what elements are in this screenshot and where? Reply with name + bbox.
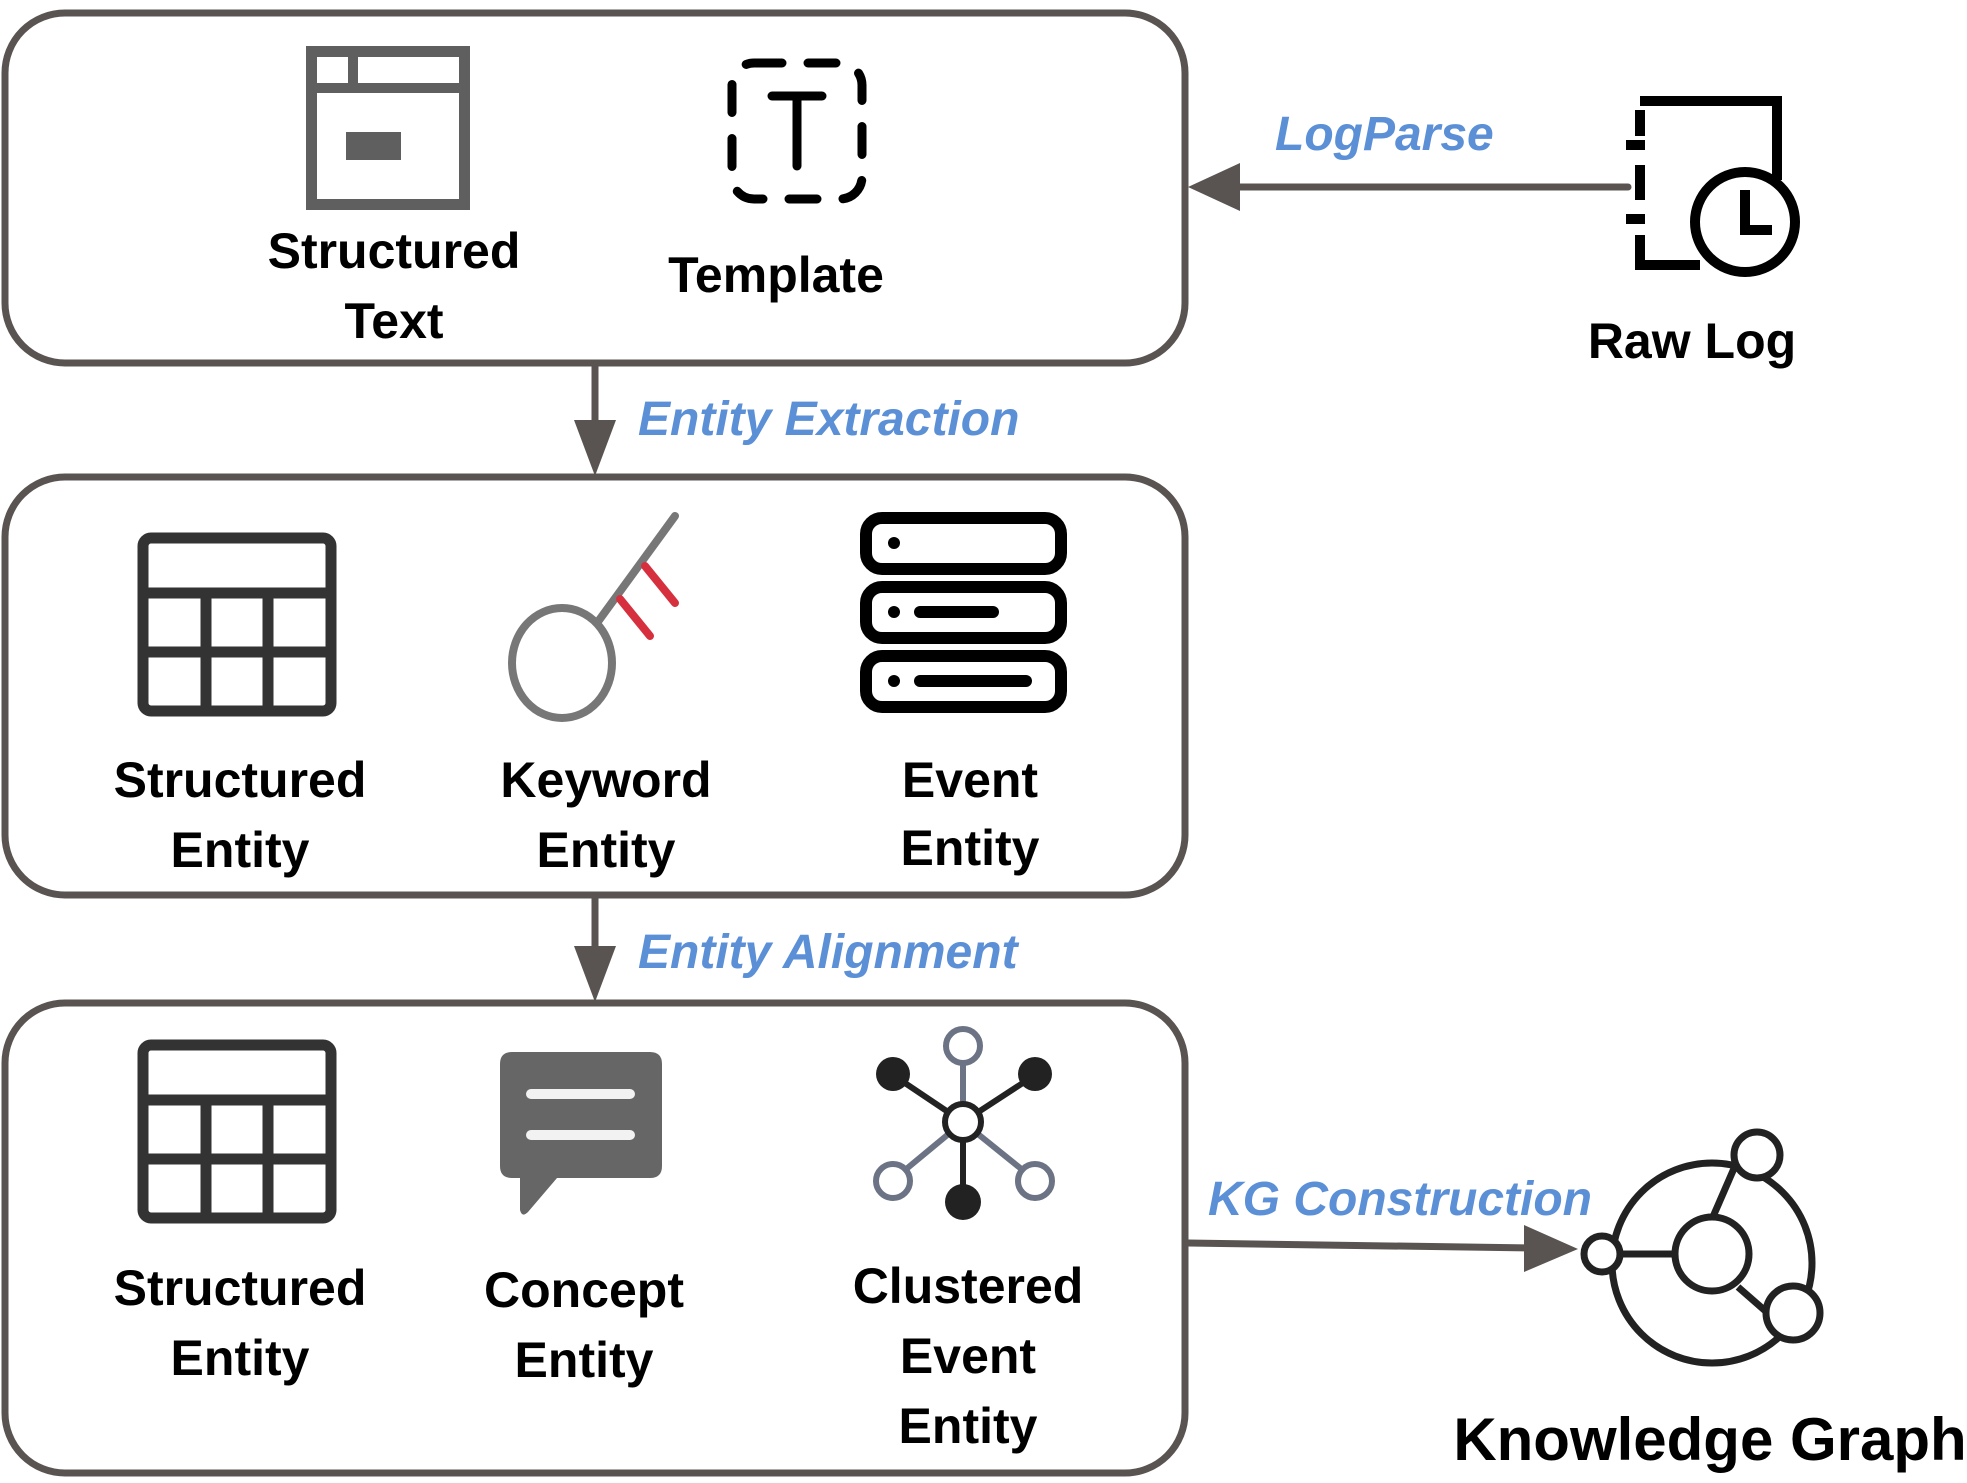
kg-construction-arrow <box>1184 1225 1578 1272</box>
entity-alignment-arrow <box>574 894 616 1002</box>
server-stack-icon <box>860 512 1067 713</box>
stage1-box <box>1 9 1189 367</box>
stage2-item-event-entity-line2: Entity <box>901 820 1040 876</box>
stage2-item-keyword-entity-line2: Entity <box>537 822 676 878</box>
stage3-item-structured-entity-line1: Structured <box>114 1260 367 1316</box>
stage1-item-structured-text-line1: Structured <box>268 223 521 279</box>
knowledge-graph-icon <box>1580 1128 1824 1367</box>
raw-log-label: Raw Log <box>1588 313 1796 369</box>
cluster-network-icon <box>873 1026 1055 1220</box>
stage1-item-structured-text-line2: Text <box>344 293 443 349</box>
step-label-logparse: LogParse <box>1275 108 1494 161</box>
table-icon <box>137 532 337 717</box>
chat-bubble-icon <box>500 1052 662 1215</box>
stage3-box <box>1 999 1189 1477</box>
key-icon <box>508 512 679 722</box>
step-label-entity-extraction: Entity Extraction <box>638 393 1019 446</box>
table-icon <box>137 1039 337 1224</box>
template-icon <box>727 58 867 204</box>
step-label-kg-construction: KG Construction <box>1208 1173 1592 1226</box>
stage1-item-template-label: Template <box>668 247 884 303</box>
knowledge-graph-label: Knowledge Graph <box>1453 1406 1966 1473</box>
stage2-item-keyword-entity-line1: Keyword <box>500 752 711 808</box>
stage3-item-clustered-event-entity-line2: Event <box>900 1328 1037 1384</box>
stage2-item-event-entity-line1: Event <box>902 752 1039 808</box>
logparse-arrow <box>1188 163 1632 211</box>
step-label-entity-alignment: Entity Alignment <box>638 926 1020 979</box>
stage2-item-structured-entity-line2: Entity <box>171 822 310 878</box>
stage3-item-clustered-event-entity-line1: Clustered <box>853 1258 1084 1314</box>
entity-extraction-arrow <box>574 362 616 476</box>
stage3-item-concept-entity-line2: Entity <box>515 1332 654 1388</box>
log-clock-icon <box>1626 96 1800 277</box>
stage3-item-structured-entity-line2: Entity <box>171 1330 310 1386</box>
stage3-item-concept-entity-line1: Concept <box>484 1262 684 1318</box>
stage2-item-structured-entity-line1: Structured <box>114 752 367 808</box>
stage3-item-clustered-event-entity-line3: Entity <box>899 1398 1038 1454</box>
structured-text-icon <box>306 46 470 210</box>
